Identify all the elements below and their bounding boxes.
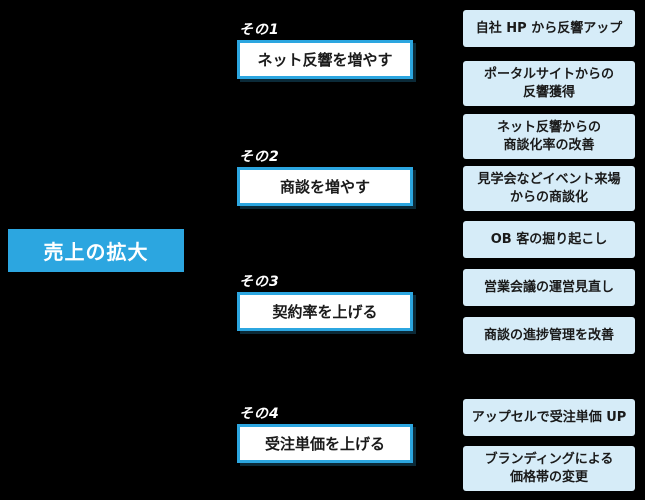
step-tag-2: その2 xyxy=(239,149,280,165)
action-item-event-visitors: 見学会などイベント来場 からの商談化 xyxy=(463,166,635,211)
step-tag-3: その3 xyxy=(239,274,280,290)
step-box-raise-contract-rate: 契約率を上げる xyxy=(237,292,413,331)
action-item-hp-response: 自社 HP から反響アップ xyxy=(463,10,635,47)
step-box-raise-order-price: 受注単価を上げる xyxy=(237,424,413,463)
step-tag-1: その1 xyxy=(239,22,280,38)
action-item-sales-meeting: 営業会議の運営見直し xyxy=(463,269,635,306)
step-box-increase-negotiations: 商談を増やす xyxy=(237,167,413,206)
action-item-net-conversion: ネット反響からの 商談化率の改善 xyxy=(463,114,635,159)
action-item-upsell: アップセルで受注単価 UP xyxy=(463,399,635,436)
root-node-sales-expansion: 売上の拡大 xyxy=(8,229,184,272)
action-item-portal-site: ポータルサイトからの 反響獲得 xyxy=(463,61,635,106)
step-box-increase-net-response: ネット反響を増やす xyxy=(237,40,413,79)
step-tag-4: その4 xyxy=(239,406,280,422)
action-item-branding-price: ブランディングによる 価格帯の変更 xyxy=(463,446,635,491)
action-item-ob-customers: OB 客の掘り起こし xyxy=(463,221,635,258)
action-item-progress-management: 商談の進捗管理を改善 xyxy=(463,317,635,354)
